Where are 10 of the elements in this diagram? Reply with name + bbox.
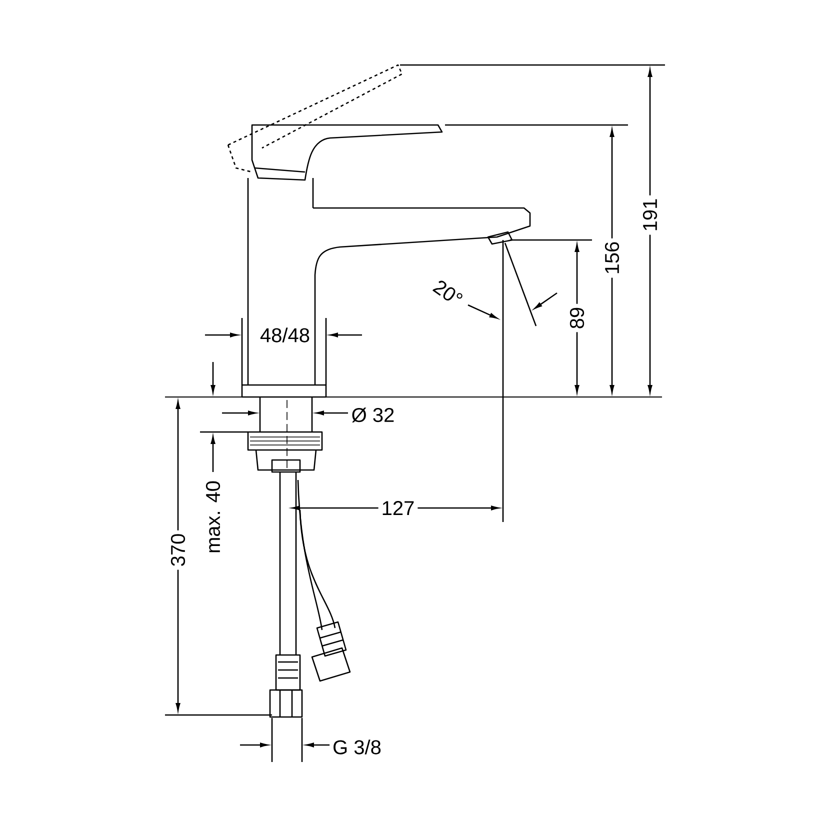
dimension-label: G 3/8 (330, 736, 384, 758)
dimension-label: 370 (168, 530, 188, 570)
dimension-label: 127 (378, 498, 418, 518)
dimension-label: 156 (602, 238, 622, 278)
dimension-label: Ø 32 (348, 404, 398, 426)
dimension-label: 48/48 (256, 324, 314, 346)
dimension-label: 191 (640, 195, 660, 235)
dimension-label: 20° (427, 274, 469, 312)
dimension-label: max. 40 (202, 478, 224, 556)
dimension-label: 89 (566, 304, 588, 332)
